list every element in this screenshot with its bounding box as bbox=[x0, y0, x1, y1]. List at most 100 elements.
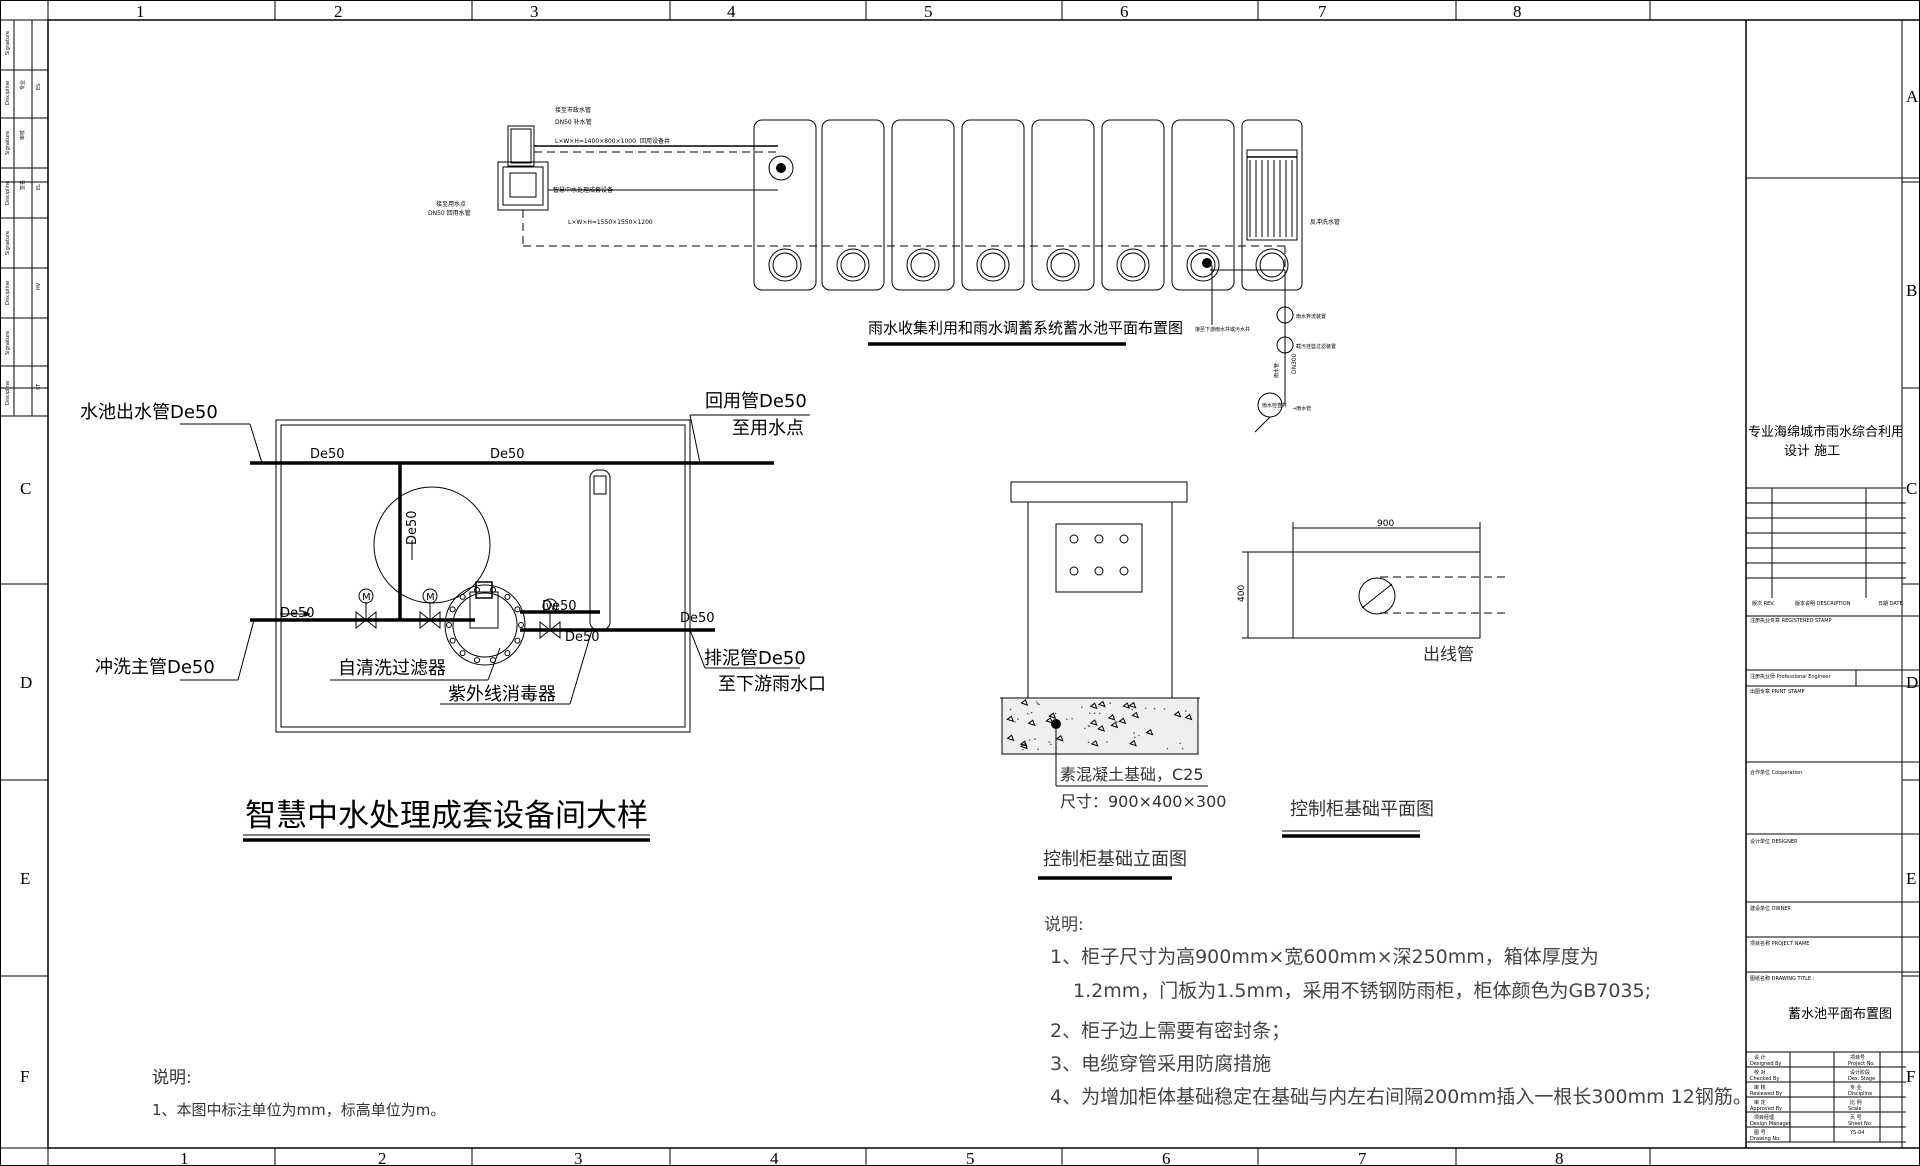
strip-signature-1: Signature bbox=[5, 31, 11, 55]
strip-code-5: EL bbox=[36, 184, 42, 190]
label-de50-6: De50 bbox=[680, 611, 715, 626]
tb-row-4-field: 页 号 bbox=[1850, 1115, 1862, 1121]
label-backflush: 反冲洗水管 bbox=[1310, 218, 1340, 226]
tank-module-4 bbox=[961, 119, 1025, 291]
rev-label: 版次 REV. bbox=[1752, 600, 1775, 607]
detail-note-head: 说明: bbox=[152, 1068, 192, 1088]
label-pump-well: 回用设备井 bbox=[640, 137, 670, 145]
strip-signature-3: Signature bbox=[5, 231, 11, 255]
drawing-title-label: 图纸名称 DRAWING TITLE : bbox=[1750, 975, 1815, 982]
label-node-1: 雨水弃流装置 bbox=[1296, 313, 1326, 320]
reg-stamp: 注册执业专章 REGISTERED STAMP bbox=[1750, 617, 1832, 624]
label-uv: 紫外线消毒器 bbox=[448, 684, 556, 705]
tb-row-4-label-en: Design Manager bbox=[1750, 1121, 1792, 1127]
label-flush-pipe: 冲洗主管De50 bbox=[95, 657, 215, 678]
filter-module bbox=[1241, 119, 1303, 291]
grid-row-left-F: F bbox=[20, 1067, 29, 1086]
label-de50-4: De50 bbox=[542, 599, 577, 614]
cabinet-body bbox=[1027, 501, 1173, 699]
grid-col-top-4: 4 bbox=[727, 2, 736, 21]
grid-col-top-2: 2 bbox=[334, 2, 343, 21]
label-dims-2: L×W×H=1550×1550×1200 bbox=[568, 219, 653, 226]
designer-label: 设计单位 DESIGNER bbox=[1750, 838, 1798, 845]
node-basket bbox=[1276, 336, 1294, 354]
grid-row-right-C: C bbox=[1906, 479, 1917, 498]
supply-well bbox=[507, 125, 535, 167]
grid-col-top-5: 5 bbox=[924, 2, 933, 21]
note-4: 4、为增加柜体基础稳定在基础与内左右间隔200mm插入一根长300mm 12钢筋… bbox=[1050, 1086, 1752, 1108]
plan-title: 雨水收集利用和雨水调蓄系统蓄水池平面布置图 bbox=[868, 319, 1183, 337]
rev-desc: 版本说明 DESCRIPTION bbox=[1795, 600, 1851, 607]
label-outlet-pipe: 水池出水管De50 bbox=[80, 402, 218, 423]
grid-row-left-D: D bbox=[20, 673, 32, 692]
notes: 说明: 1、柜子尺寸为高900mm×宽600mm×深250mm，箱体厚度为 1.… bbox=[1044, 915, 1752, 1108]
tb-row-1-label-en: Checked By bbox=[1750, 1076, 1779, 1082]
outlet-pipe-circle bbox=[1358, 577, 1396, 615]
tank-modules bbox=[753, 119, 1235, 291]
label-dims-1: L×W×H=1400×800×1000 bbox=[555, 138, 636, 145]
grid-row-right-F: F bbox=[1906, 1067, 1915, 1086]
tb-row-1-field-en: Des. Stage bbox=[1848, 1076, 1875, 1082]
label-return-pipe: 接至用水点 bbox=[436, 200, 466, 208]
strip-discipline-3: Discipline bbox=[5, 281, 11, 305]
concrete-base bbox=[1001, 697, 1199, 755]
base-label-1: 素混凝土基础，C25 bbox=[1060, 765, 1204, 784]
grid-col-bottom-1: 1 bbox=[180, 1149, 189, 1166]
print-stamp: 出图专章 PRINT STAMP bbox=[1750, 688, 1805, 695]
coop-label: 合作单位 Cooperation bbox=[1750, 769, 1802, 776]
grid-col-bottom-3: 3 bbox=[574, 1149, 583, 1166]
project-label: 项目名称 PROJECT NAME bbox=[1750, 940, 1809, 947]
label-return-pipe-2: 至用水点 bbox=[732, 418, 804, 439]
label-de50-1: De50 bbox=[310, 447, 345, 462]
tb-row-5-label: 图 号 bbox=[1754, 1130, 1766, 1136]
strip-discipline-1: Discipline bbox=[5, 81, 11, 105]
grid-row-left-C: C bbox=[20, 479, 31, 498]
tb-row-2-label-en: Reviewed By bbox=[1750, 1091, 1782, 1097]
water-tank-circle bbox=[373, 486, 491, 604]
tank-module-7 bbox=[1171, 119, 1235, 291]
drawing-title: 蓄水池平面布置图 bbox=[1788, 1007, 1892, 1022]
tank-module-6 bbox=[1101, 119, 1165, 291]
strip-code-1: 专业 bbox=[19, 80, 26, 90]
label-filter: 自清洗过滤器 bbox=[338, 658, 446, 679]
tb-row-1-field: 设计阶段 bbox=[1850, 1069, 1870, 1076]
rev-date: 日期 DATE bbox=[1878, 601, 1903, 607]
grid-col-top-3: 3 bbox=[530, 2, 539, 21]
plan-base-outline bbox=[1292, 551, 1481, 639]
base-label-2: 尺寸：900×400×300 bbox=[1060, 792, 1226, 811]
detail-note-line: 1、本图中标注单位为mm，标高单位为m。 bbox=[152, 1101, 445, 1119]
label-dn300: DN300 bbox=[1291, 353, 1298, 374]
equipment-well bbox=[497, 161, 549, 211]
note-2: 2、柜子边上需要有密封条； bbox=[1050, 1020, 1290, 1042]
grid-col-top-6: 6 bbox=[1120, 2, 1129, 21]
tank-module-3 bbox=[891, 119, 955, 291]
tb-row-0-field: 项目号 bbox=[1850, 1055, 1865, 1061]
strip-signature-4: Signature bbox=[5, 331, 11, 355]
strip-code-3: 签名 bbox=[19, 180, 26, 190]
grid-col-bottom-2: 2 bbox=[378, 1149, 387, 1166]
strip-code-7: ST bbox=[36, 383, 42, 390]
label-side-inlet: 接至下游雨水井或污水井 bbox=[1195, 326, 1250, 333]
svg-text:M: M bbox=[362, 592, 371, 603]
tank-plan: L×W×H=1400×800×1000 回用设备井 接至市政水管 DN50 补水… bbox=[428, 106, 1340, 433]
grid-col-bottom-6: 6 bbox=[1162, 1149, 1171, 1166]
pump-symbol bbox=[768, 155, 794, 181]
label-node-5: →雨水管 bbox=[1292, 405, 1311, 412]
tank-module-2 bbox=[821, 119, 885, 291]
note-1b: 1.2mm，门板为1.5mm，采用不锈钢防雨柜，柜体颜色为GB7035; bbox=[1073, 980, 1651, 1002]
tb-row-4-label: 项目经理 bbox=[1754, 1114, 1774, 1121]
company-name: 专业海绵城市雨水综合利用 bbox=[1748, 424, 1904, 440]
dim-900: 900 bbox=[1377, 519, 1394, 529]
pump-symbol-2 bbox=[1202, 258, 1212, 268]
strip-code-6: HV bbox=[36, 282, 42, 290]
grid-row-right-B: B bbox=[1906, 281, 1917, 300]
tb-row-2-field-en: Discipline bbox=[1848, 1091, 1872, 1097]
grid-row-left-E: E bbox=[20, 869, 30, 888]
tb-row-0-label: 设 计 bbox=[1754, 1054, 1766, 1061]
note-1: 1、柜子尺寸为高900mm×宽600mm×深250mm，箱体厚度为 bbox=[1050, 946, 1599, 968]
label-sludge-pipe-1: 排泥管De50 bbox=[704, 648, 806, 669]
